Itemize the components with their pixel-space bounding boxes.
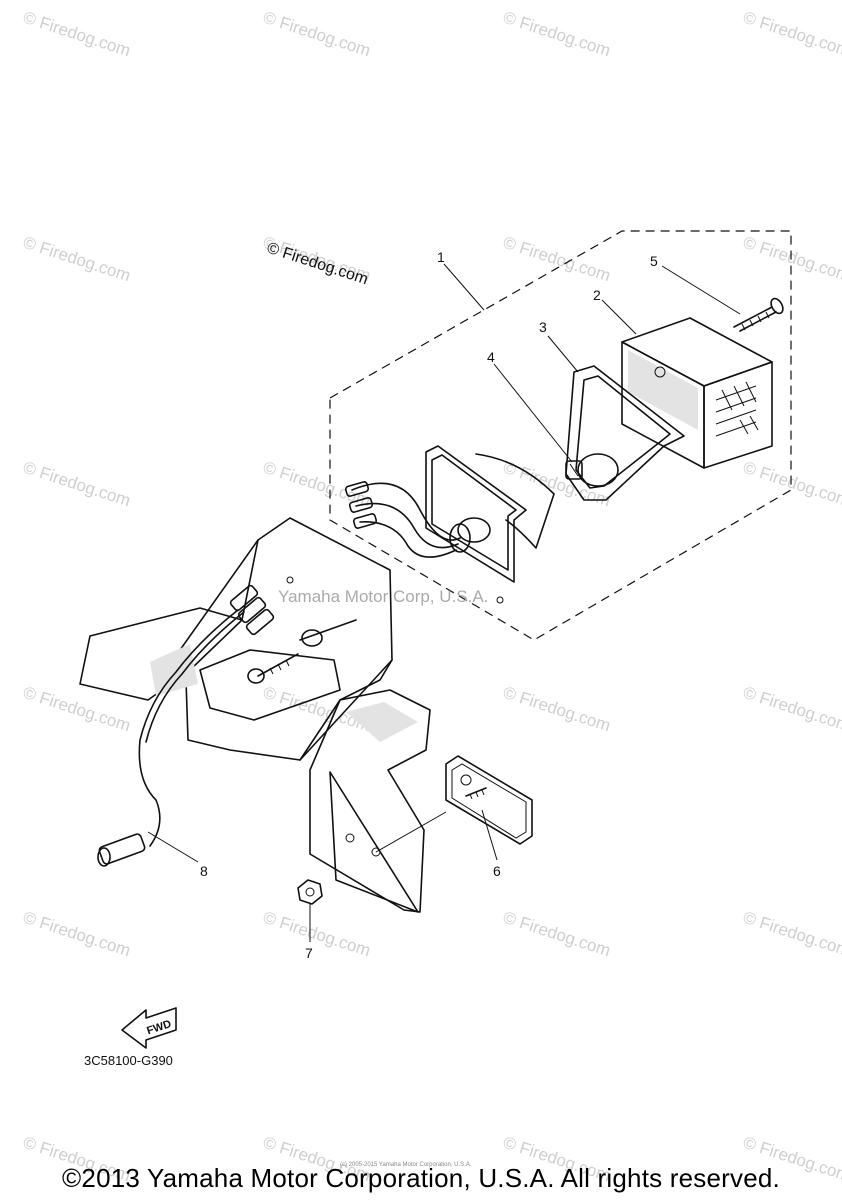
part-rear-housing (79, 517, 504, 761)
watermark-text: © Firedog.com (21, 8, 133, 61)
part-harness (97, 584, 275, 867)
callout-1: 1 (437, 249, 445, 265)
watermark-text: © Firedog.com (21, 233, 133, 286)
watermark-text: © Firedog.com (501, 908, 613, 961)
reference-code: 3C58100-G390 (84, 1053, 173, 1068)
part-bulb (565, 453, 619, 487)
assembly-boundary (329, 230, 792, 641)
callout-5: 5 (650, 253, 658, 269)
callout-8: 8 (200, 863, 208, 879)
callout-7: 7 (305, 945, 313, 961)
part-lens (621, 317, 773, 469)
part-license-bracket (309, 689, 431, 913)
callout-3: 3 (539, 319, 547, 335)
center-notice: (c) 2005-2015 Yamaha Motor Corporation, … (340, 1162, 472, 1168)
watermark-text: © Firedog.com (21, 908, 133, 961)
callout-leaders (147, 263, 741, 942)
watermark-text: © Firedog.com (741, 8, 842, 61)
fwd-arrow-icon: FWD (121, 1007, 177, 1049)
overlay-notice: Yamaha Motor Corp, U.S.A. (278, 587, 488, 606)
part-nut (297, 879, 323, 905)
callout-2: 2 (593, 287, 601, 303)
watermark-text: © Firedog.com (21, 458, 133, 511)
watermark-text: © Firedog.com (501, 458, 613, 511)
watermark-text: © Firedog.com (501, 233, 613, 286)
watermark-text: © Firedog.com (501, 8, 613, 61)
fwd-label: FWD (145, 1018, 173, 1037)
part-base-plate (344, 445, 555, 583)
callout-6: 6 (493, 863, 501, 879)
watermark-text: © Firedog.com (21, 683, 133, 736)
watermark-text: © Firedog.com (261, 683, 373, 736)
watermark-text: © Firedog.com (741, 908, 842, 961)
copyright-footer: ©2013 Yamaha Motor Corporation, U.S.A. A… (62, 1163, 780, 1193)
watermark-text: © Firedog.com (261, 8, 373, 61)
watermark-text: © Firedog.com (741, 683, 842, 736)
callout-4: 4 (487, 349, 495, 365)
watermark-text: © Firedog.com (501, 683, 613, 736)
part-screw (733, 297, 784, 332)
part-reflector (445, 755, 533, 845)
watermark-text: © Firedog.com (261, 908, 373, 961)
